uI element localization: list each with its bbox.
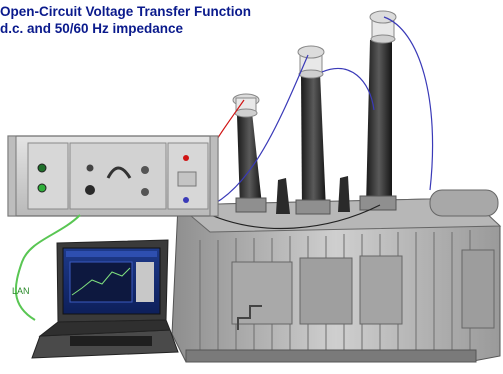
lan-label: LAN (12, 286, 30, 296)
title-line-1: Open-Circuit Voltage Transfer Function (0, 4, 252, 19)
power-transformer-icon (171, 10, 502, 363)
figure-title: Open-Circuit Voltage Transfer Function d… (0, 3, 340, 37)
test-instrument-icon (7, 135, 219, 217)
laptop-icon (31, 239, 179, 359)
lan-cable (14, 214, 81, 321)
title-line-2: d.c. and 50/60 Hz impedance (0, 21, 184, 36)
